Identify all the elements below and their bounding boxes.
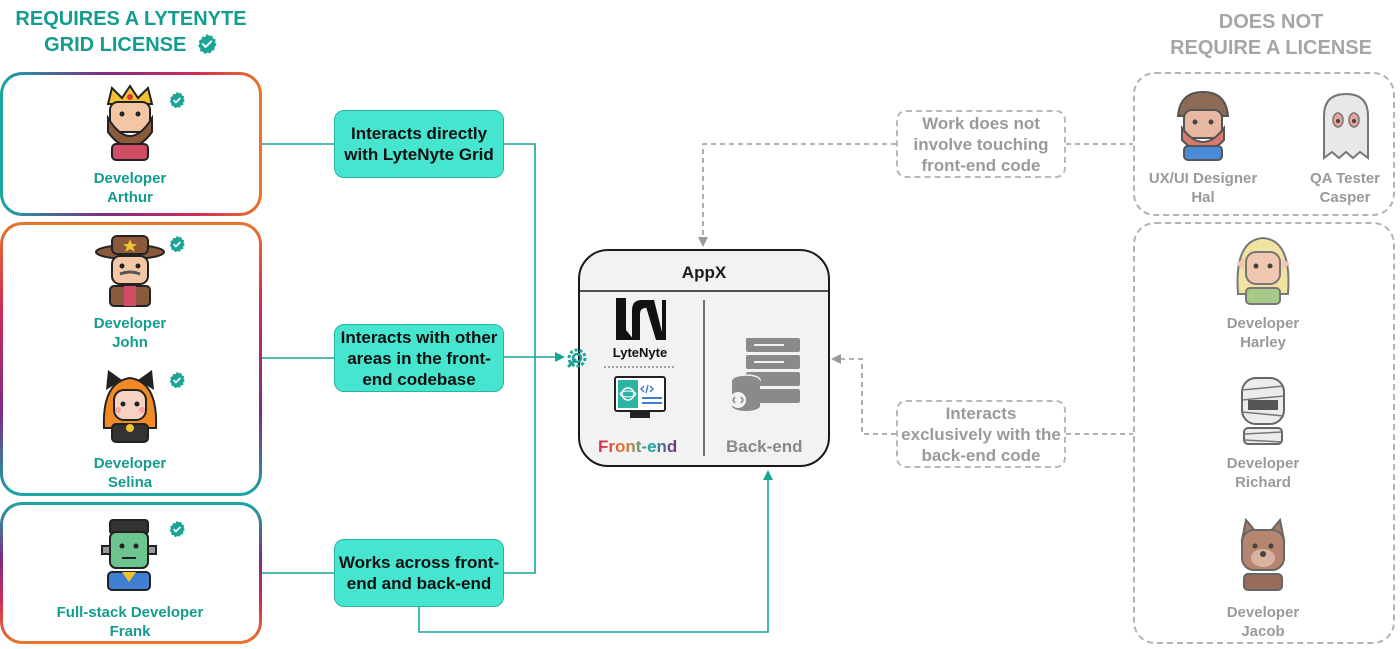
lytenyte-logo-icon [616,298,666,340]
action-full-text: Works across front-end and back-end [338,553,500,593]
licensed-heading-line-1: REQUIRES A LYTENYTE [15,8,247,30]
action-direct-text: Interacts directly with LyteNyte Grid [344,124,494,164]
backend-label: Back-end [726,437,803,456]
frontend-label: Front-end [598,437,677,457]
person-name: John [112,334,148,351]
person-casper: QA Tester Casper [1290,169,1400,207]
line-full-to-backend [418,470,773,633]
person-role: Full-stack Developer [56,604,204,621]
harley-avatar-icon [1236,236,1290,305]
licensed-heading-line-2-row: GRID LICENSE [0,32,262,58]
note-no-frontend: Work does not involve touching front-end… [896,110,1066,178]
selina-avatar-icon [102,370,158,443]
person-arthur: Developer Arthur [40,169,220,207]
unlicensed-heading-line-2: REQUIRE A LICENSE [1170,37,1372,59]
person-role: Developer [93,170,167,187]
john-verified-icon [169,235,185,253]
person-selina: Developer Selina [40,454,220,492]
app-title: AppX [681,263,727,282]
selina-verified-icon [169,371,185,389]
person-frank: Full-stack Developer Frank [20,603,240,641]
licensed-heading-line-2: GRID LICENSE [44,34,187,56]
person-name: Selina [107,474,153,491]
person-hal: UX/UI Designer Hal [1133,169,1273,207]
person-role: UX/UI Designer [1148,170,1258,187]
note-backend-only: Interacts exclusively with the back-end … [896,400,1066,468]
person-name: Hal [1191,189,1215,206]
person-name: Frank [109,623,151,640]
person-name: Casper [1319,189,1371,206]
action-other: Interacts with other areas in the front-… [334,324,504,392]
person-harley: Developer Harley [1193,314,1333,352]
group-john-selina [0,222,262,496]
line-direct-to-frontend [503,143,536,357]
person-jacob: Developer Jacob [1193,603,1333,641]
action-other-text: Interacts with other areas in the front-… [340,327,498,389]
unlicensed-heading-line-1: DOES NOT [1218,11,1324,33]
arthur-verified-icon [169,91,185,109]
person-role: QA Tester [1309,170,1381,187]
person-role: Developer [93,315,167,332]
note-backend-only-text: Interacts exclusively with the back-end … [901,403,1061,465]
person-name: Arthur [107,189,153,206]
person-role: Developer [93,455,167,472]
person-role: Developer [1226,315,1300,332]
frontend-code-icon [614,376,666,418]
richard-avatar-icon [1241,377,1285,445]
person-john: Developer John [40,314,220,352]
note-no-frontend-text: Work does not involve touching front-end… [913,113,1049,175]
line-note-to-backend [831,354,896,435]
line-note-to-appx [698,143,896,247]
person-richard: Developer Richard [1193,454,1333,492]
person-name: Richard [1235,474,1291,491]
unlicensed-heading: DOES NOT REQUIRE A LICENSE [1140,9,1400,61]
verified-badge-icon [198,33,217,55]
integration-gear-icon [567,348,587,368]
person-name: Jacob [1241,623,1285,640]
hal-avatar-icon [1176,90,1230,161]
person-role: Developer [1226,604,1300,621]
lytenyte-logo-text: LyteNyte [612,345,668,360]
backend-server-icon [730,338,800,411]
line-full-to-frontend [503,357,536,574]
frontend-label-text: Front-end [598,437,678,456]
john-avatar-icon [95,235,165,307]
frank-avatar-icon [101,519,157,591]
action-full-stack: Works across front-end and back-end [334,539,504,607]
licensed-heading: REQUIRES A LYTENYTE GRID LICENSE [0,6,262,58]
frank-verified-icon [169,520,185,538]
jacob-avatar-icon [1240,518,1286,591]
person-role: Developer [1226,455,1300,472]
arthur-avatar-icon [106,84,154,161]
action-direct: Interacts directly with LyteNyte Grid [334,110,504,178]
casper-avatar-icon [1323,92,1369,160]
person-name: Harley [1240,334,1286,351]
